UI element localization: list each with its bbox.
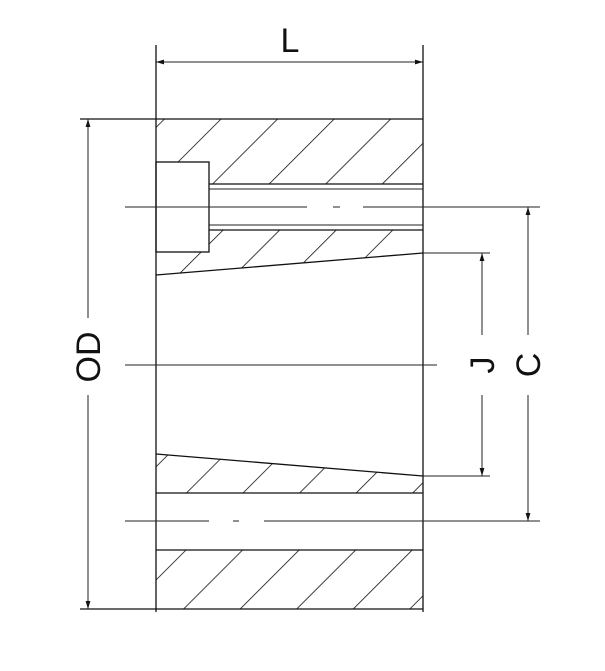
dimension-J: J xyxy=(464,253,502,476)
dimension-OD: OD xyxy=(70,119,108,609)
centerlines xyxy=(125,206,540,522)
hatched-regions xyxy=(156,119,423,609)
lower-hatch-outer xyxy=(156,550,423,609)
dimension-label-L: L xyxy=(281,22,300,60)
extension-lines xyxy=(423,252,490,477)
upper-hatch-outer xyxy=(156,119,423,184)
dimension-L: L xyxy=(156,22,423,65)
dimension-label-OD: OD xyxy=(70,332,108,383)
dimension-label-C: C xyxy=(510,353,548,378)
dimension-label-J: J xyxy=(464,357,502,374)
lower-hatch-inner xyxy=(156,454,423,493)
upper-hatch-inner xyxy=(156,230,423,275)
body-outline xyxy=(80,45,424,612)
dimension-C: C xyxy=(510,207,548,521)
